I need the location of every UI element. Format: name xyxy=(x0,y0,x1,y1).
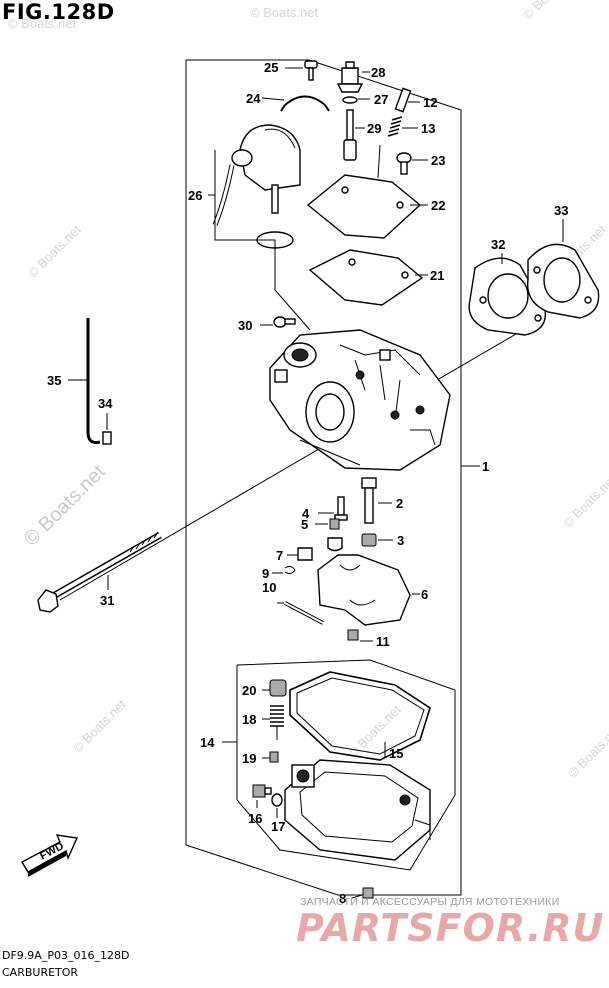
fwd-arrow-icon xyxy=(21,834,79,877)
callout-number: 9 xyxy=(262,566,269,581)
gasket-part xyxy=(308,249,424,306)
callout-number: 34 xyxy=(98,396,113,411)
callout-number: 19 xyxy=(242,751,256,766)
callout-number: 13 xyxy=(421,121,435,136)
washer-part xyxy=(271,793,283,807)
callout-number: 5 xyxy=(301,517,308,532)
callout-number: 2 xyxy=(396,496,403,511)
bolt-axis-line xyxy=(59,319,541,601)
callout-number: 24 xyxy=(246,91,261,106)
screw-part xyxy=(347,629,359,641)
clip-part xyxy=(280,95,330,112)
watermark: © Boats.net xyxy=(250,5,319,20)
screw-part xyxy=(252,784,272,798)
assembly-frame xyxy=(185,59,462,896)
watermark-brand: PARTSFOR.RU xyxy=(296,906,605,950)
callout-number: 6 xyxy=(421,587,428,602)
callout-labels: 1234567891011121314151617181920212223242… xyxy=(47,60,568,906)
callout-number: 22 xyxy=(431,198,445,213)
callout-number: 27 xyxy=(374,92,388,107)
callout-number: 12 xyxy=(423,95,437,110)
needle-part xyxy=(343,109,357,161)
figure-caption: CARBURETOR xyxy=(2,966,79,979)
callout-number: 25 xyxy=(264,60,278,75)
bolt-part xyxy=(37,531,162,613)
callout-number: 16 xyxy=(248,811,262,826)
watermark-promo: ЗАПЧАСТИ И АКСЕССУАРЫ ДЛЯ МОТОТЕХНИКИ xyxy=(300,896,560,908)
callout-number: 32 xyxy=(491,237,505,252)
callout-number: 26 xyxy=(188,188,202,203)
spring-part xyxy=(387,116,403,137)
spring-part xyxy=(270,705,284,740)
callout-number: 31 xyxy=(100,593,114,608)
screw-part xyxy=(394,87,412,113)
callout-number: 18 xyxy=(242,712,256,727)
callout-number: 30 xyxy=(238,318,252,333)
jet-part xyxy=(329,518,340,530)
callout-number: 4 xyxy=(302,506,310,521)
flange-part xyxy=(526,243,600,319)
callout-number: 23 xyxy=(431,153,445,168)
rod-part xyxy=(86,318,101,444)
screw-part xyxy=(269,751,279,763)
callout-number: 3 xyxy=(397,533,404,548)
carburetor-body-part xyxy=(269,329,451,471)
solenoid-part xyxy=(212,124,301,249)
clip-part xyxy=(102,431,112,445)
jet-part xyxy=(361,477,377,524)
cap-part xyxy=(336,61,364,93)
callout-number: 8 xyxy=(339,891,346,906)
float-part xyxy=(317,554,411,626)
flange-gasket-part xyxy=(468,257,547,336)
screw-part xyxy=(396,152,412,175)
jet-part xyxy=(361,533,377,547)
gasket-part xyxy=(289,671,431,761)
callout-number: 17 xyxy=(271,819,285,834)
screw-part xyxy=(273,316,296,328)
callout-number: 28 xyxy=(371,65,385,80)
callout-number: 1 xyxy=(482,459,489,474)
figure-code: DF9.9A_P03_016_128D xyxy=(2,949,130,962)
figure-title: FIG.128D xyxy=(2,0,115,24)
callout-number: 21 xyxy=(430,268,444,283)
leader-line xyxy=(214,150,311,331)
callout-number: 10 xyxy=(262,580,276,595)
jet-part xyxy=(297,537,343,561)
callout-number: 7 xyxy=(276,548,283,563)
watermark: © Boats.net xyxy=(8,16,77,31)
jet-part xyxy=(334,496,348,521)
callout-number: 33 xyxy=(554,203,568,218)
subassembly-frame xyxy=(236,659,456,871)
pin-part xyxy=(284,601,324,625)
float-bowl-part xyxy=(284,759,431,861)
callout-number: 20 xyxy=(242,683,256,698)
o-ring-part xyxy=(342,96,358,104)
screw-part xyxy=(362,887,374,899)
clip-part xyxy=(284,565,296,575)
callout-number: 15 xyxy=(389,746,403,761)
callout-number: 29 xyxy=(367,121,381,136)
callout-number: 35 xyxy=(47,373,61,388)
plug-part xyxy=(269,679,287,697)
callout-number: 14 xyxy=(200,735,215,750)
callout-number: 11 xyxy=(376,634,390,649)
screw-part xyxy=(304,60,318,81)
